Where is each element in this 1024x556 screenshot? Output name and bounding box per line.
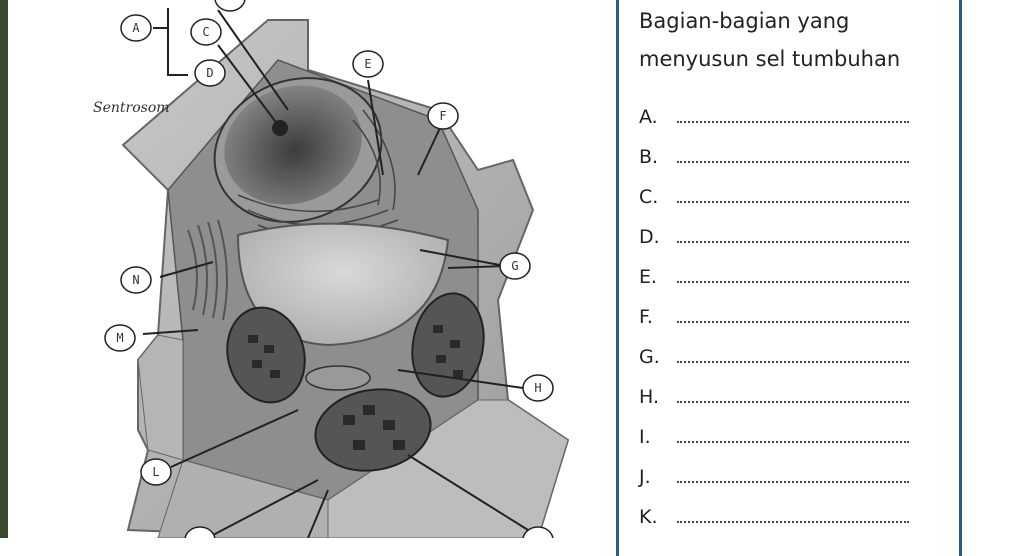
mitochondrion [305, 365, 371, 391]
nucleus [213, 77, 383, 223]
answer-letter: I. [639, 426, 651, 448]
svg-text:E: E [364, 57, 371, 71]
svg-text:A: A [132, 21, 140, 35]
answer-row: E. [639, 266, 939, 290]
answer-blank-line[interactable] [677, 321, 909, 323]
answer-letter: G. [639, 346, 660, 368]
page: A C D E F G H L M N Sentrosom Bagian-bag… [0, 0, 962, 556]
answer-blank-line[interactable] [677, 481, 909, 483]
svg-text:N: N [132, 273, 139, 287]
callout-C: C [190, 18, 222, 46]
answer-letter: E. [639, 266, 658, 288]
answer-panel: Bagian-bagian yang menyusun sel tumbuhan… [616, 0, 962, 556]
panel-title-line2: menyusun sel tumbuhan [639, 47, 901, 71]
answer-row: C. [639, 186, 939, 210]
answer-row: H. [639, 386, 939, 410]
answer-blank-line[interactable] [677, 361, 909, 363]
sentrosom-label: Sentrosom [93, 100, 170, 116]
chloroplasts [226, 292, 485, 472]
callout-D: D [194, 59, 226, 87]
answer-blank-line[interactable] [677, 441, 909, 443]
answer-letter: J. [639, 466, 651, 488]
answer-blank-line[interactable] [677, 401, 909, 403]
answer-row: I. [639, 426, 939, 450]
answer-row: F. [639, 306, 939, 330]
answer-letter: K. [639, 506, 658, 528]
callout-partial-bottom-left [184, 526, 216, 538]
answer-row: B. [639, 146, 939, 170]
callout-N: N [120, 266, 152, 294]
plant-cell-diagram: A C D E F G H L M N Sentrosom [93, 0, 570, 538]
callout-partial-bottom-right [522, 526, 554, 538]
left-edge-strip [0, 0, 8, 538]
answer-row: K. [639, 506, 939, 530]
answer-row: J. [639, 466, 939, 490]
leader-lines [142, 8, 529, 538]
callout-L: L [140, 458, 172, 486]
answer-blank-line[interactable] [677, 281, 909, 283]
answer-blank-line[interactable] [677, 521, 909, 523]
answer-letter: B. [639, 146, 659, 168]
callout-F: F [427, 102, 459, 130]
callout-A: A [120, 14, 152, 42]
answer-blank-line[interactable] [677, 241, 909, 243]
answer-letter: C. [639, 186, 659, 208]
answer-row: D. [639, 226, 939, 250]
answer-blank-line[interactable] [677, 121, 909, 123]
answer-row: G. [639, 346, 939, 370]
panel-title-line1: Bagian-bagian yang [639, 9, 850, 33]
panel-title: Bagian-bagian yang menyusun sel tumbuhan [639, 2, 939, 78]
svg-text:M: M [116, 331, 123, 345]
answer-blank-line[interactable] [677, 161, 909, 163]
svg-text:L: L [152, 465, 159, 479]
svg-text:G: G [511, 259, 518, 273]
answer-row: A. [639, 106, 939, 130]
callout-H: H [522, 374, 554, 402]
svg-text:C: C [202, 25, 209, 39]
callout-M: M [104, 324, 136, 352]
callout-E: E [352, 50, 384, 78]
callout-partial-top [214, 0, 246, 12]
answer-letter: D. [639, 226, 660, 248]
answer-letter: A. [639, 106, 658, 128]
golgi-apparatus [187, 219, 228, 321]
svg-text:H: H [534, 381, 541, 395]
svg-text:D: D [206, 66, 213, 80]
answer-letter: F. [639, 306, 653, 328]
svg-text:F: F [439, 109, 446, 123]
answer-blank-line[interactable] [677, 201, 909, 203]
callout-G: G [499, 252, 531, 280]
answer-letter: H. [639, 386, 659, 408]
